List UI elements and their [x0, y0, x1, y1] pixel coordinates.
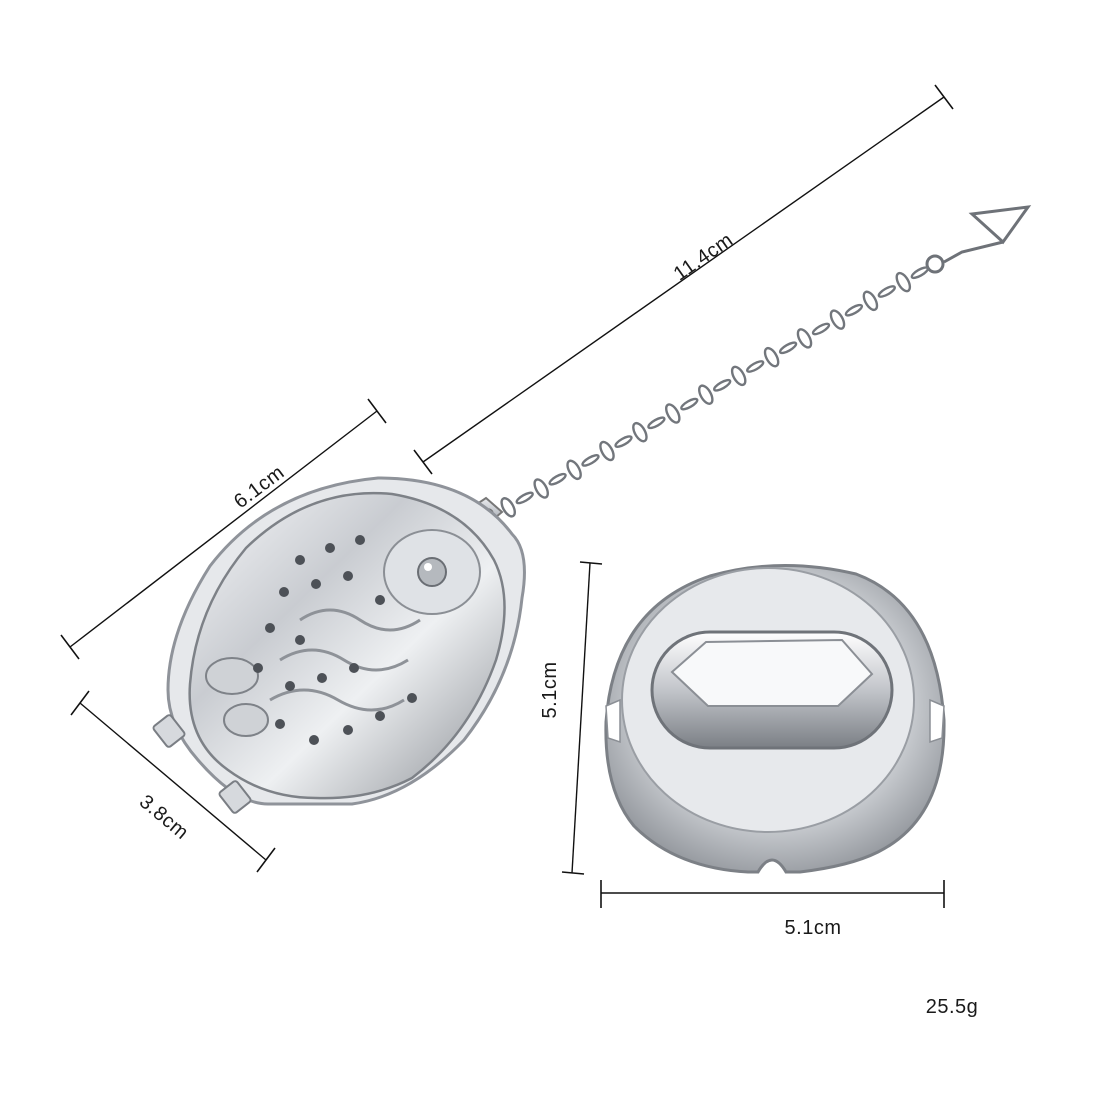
chain-length-label: 11.4cm — [670, 229, 738, 286]
infuser-width-label: 3.8cm — [135, 791, 193, 844]
dimension-tray-width: 5.1cm — [600, 880, 945, 939]
dimension-tray-height: 5.1cm — [539, 561, 603, 875]
chain-hook-icon — [968, 205, 1032, 245]
tray-width-label: 5.1cm — [785, 917, 842, 939]
drip-tray — [604, 563, 946, 874]
owl-eye-icon — [417, 557, 447, 587]
tray-height-label: 5.1cm — [539, 662, 561, 719]
weight-label: 25.5g — [926, 996, 979, 1018]
dimension-chain-length: 11.4cm — [413, 84, 954, 475]
owl-infuser — [152, 476, 526, 814]
chain — [500, 205, 1032, 518]
